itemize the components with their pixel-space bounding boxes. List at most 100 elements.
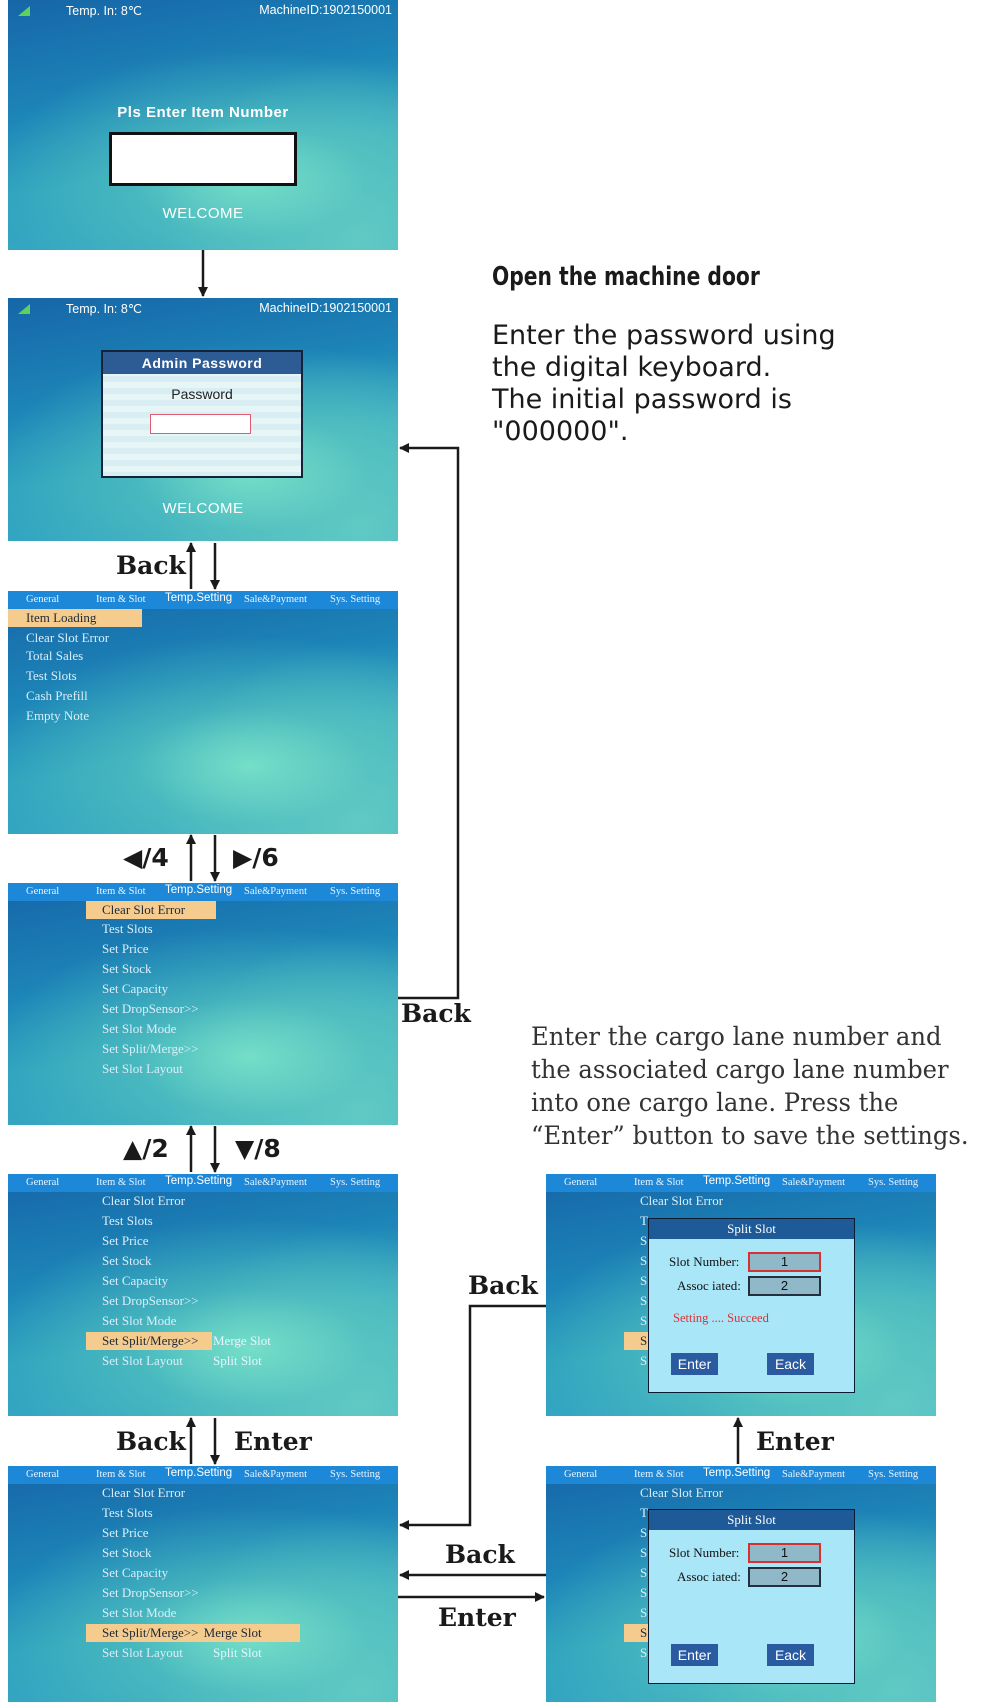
menu-item[interactable]: Set Slot Mode [102, 1605, 177, 1620]
tab-general[interactable]: General [564, 1177, 598, 1188]
success-message: Setting .... Succeed [673, 1311, 769, 1325]
menu-tabs: General Item & Slot Temp.Setting Sale&Pa… [8, 883, 398, 901]
menu-item[interactable]: Test Slots [102, 921, 153, 936]
tab-temp-setting[interactable]: Temp.Setting [165, 1467, 233, 1479]
tab-sys-setting[interactable]: Sys. Setting [330, 594, 381, 605]
menu-item[interactable]: Set Price [102, 1525, 149, 1540]
menu-item-set-split-merge[interactable]: Set Split/Merge>> Merge Slot [86, 1624, 300, 1642]
menu-item[interactable]: Clear Slot Error [640, 1193, 724, 1208]
menu-item-clear-slot-error[interactable]: Clear Slot Error [86, 901, 216, 919]
label-back-succeed: Back [468, 1271, 538, 1300]
tab-sys-setting[interactable]: Sys. Setting [330, 886, 381, 897]
slot-number-label: Slot Number: [669, 1254, 740, 1269]
tab-sale-payment[interactable]: Sale&Payment [782, 1469, 845, 1480]
dialog-title: Admin Password [103, 352, 301, 374]
menu-item-partial: T [640, 1505, 648, 1520]
tab-item-slot[interactable]: Item & Slot [96, 1469, 146, 1480]
menu-item[interactable]: Set Slot Mode [102, 1021, 177, 1036]
tab-item-slot[interactable]: Item & Slot [96, 1177, 146, 1188]
screen-slot-menu-1: General Item & Slot Temp.Setting Sale&Pa… [8, 883, 398, 1125]
tab-item-slot[interactable]: Item & Slot [96, 886, 146, 897]
slot-number-input[interactable]: 1 [748, 1252, 821, 1272]
menu-item[interactable]: Set Split/Merge>> [102, 1041, 199, 1056]
menu-item[interactable]: Set DropSensor>> [102, 1001, 199, 1016]
menu-item[interactable]: Set Capacity [102, 1565, 169, 1580]
tab-sale-payment[interactable]: Sale&Payment [782, 1177, 845, 1188]
tab-general[interactable]: General [26, 594, 60, 605]
menu-item[interactable]: Clear Slot Error [640, 1485, 724, 1500]
tab-sys-setting[interactable]: Sys. Setting [330, 1177, 381, 1188]
back-button[interactable]: Eack [767, 1644, 814, 1666]
submenu-split-slot[interactable]: Split Slot [213, 1645, 262, 1660]
welcome-text: WELCOME [162, 500, 244, 517]
tab-general[interactable]: General [26, 886, 60, 897]
menu-item[interactable]: Set Stock [102, 1545, 152, 1560]
menu-item-set-split-merge[interactable]: Set Split/Merge>> [86, 1332, 212, 1350]
machine-id: MachineID:1902150001 [259, 301, 392, 315]
tab-temp-setting[interactable]: Temp.Setting [165, 1175, 233, 1187]
slot-number-input[interactable]: 1 [748, 1543, 821, 1563]
menu-item[interactable]: Set Slot Layout [102, 1645, 183, 1660]
screen-general-menu: General Item & Slot Temp.Setting Sale&Pa… [8, 591, 398, 834]
menu-item-item-loading[interactable]: Item Loading [8, 609, 142, 627]
screen-split-succeed: General Item & Slot Temp.Setting Sale&Pa… [546, 1174, 936, 1416]
menu-item[interactable]: Set Price [102, 941, 149, 956]
enter-button[interactable]: Enter [671, 1644, 718, 1666]
menu-item[interactable]: Set Slot Layout [102, 1353, 183, 1368]
status-bar: Temp. In: 8℃ MachineID:1902150001 [8, 298, 398, 320]
menu-tabs: General Item & Slot Temp.Setting Sale&Pa… [8, 1466, 398, 1484]
menu-item[interactable]: Set Capacity [102, 1273, 169, 1288]
tab-temp-setting[interactable]: Temp.Setting [165, 884, 233, 896]
menu-item[interactable]: Set Stock [102, 961, 152, 976]
menu-item[interactable]: Set Slot Layout [102, 1061, 183, 1076]
machine-id: MachineID:1902150001 [259, 3, 392, 17]
tab-temp-setting[interactable]: Temp.Setting [703, 1175, 771, 1187]
menu-item-partial: S [640, 1253, 648, 1268]
menu-item-partial: S [640, 1565, 648, 1580]
tab-sale-payment[interactable]: Sale&Payment [244, 886, 307, 897]
menu-item[interactable]: Test Slots [26, 668, 77, 683]
tab-sys-setting[interactable]: Sys. Setting [868, 1469, 919, 1480]
submenu-merge-slot-selected[interactable]: Merge Slot [203, 1625, 262, 1640]
note-cargo-line: into one cargo lane. Press the [531, 1088, 899, 1117]
tab-sys-setting[interactable]: Sys. Setting [868, 1177, 919, 1188]
menu-item[interactable]: Total Sales [26, 648, 84, 663]
tab-temp-setting[interactable]: Temp.Setting [165, 592, 233, 604]
tab-general[interactable]: General [26, 1469, 60, 1480]
menu-item[interactable]: Test Slots [102, 1505, 153, 1520]
tab-sale-payment[interactable]: Sale&Payment [244, 1177, 307, 1188]
tab-item-slot[interactable]: Item & Slot [96, 594, 146, 605]
menu-item[interactable]: Set DropSensor>> [102, 1293, 199, 1308]
submenu-split-slot[interactable]: Split Slot [213, 1353, 262, 1368]
menu-item[interactable]: Set Capacity [102, 981, 169, 996]
tab-sale-payment[interactable]: Sale&Payment [244, 594, 307, 605]
label-left-4: ◀/4 [123, 843, 169, 872]
back-button[interactable]: Eack [767, 1353, 814, 1375]
tab-sys-setting[interactable]: Sys. Setting [330, 1469, 381, 1480]
menu-item[interactable]: Set Stock [102, 1253, 152, 1268]
screen-admin-password: Temp. In: 8℃ MachineID:1902150001 Admin … [8, 298, 398, 541]
enter-button[interactable]: Enter [671, 1353, 718, 1375]
tab-general[interactable]: General [564, 1469, 598, 1480]
item-number-input[interactable] [109, 132, 297, 186]
menu-item[interactable]: Cash Prefill [26, 688, 88, 703]
associated-input[interactable]: 2 [748, 1567, 821, 1587]
menu-item[interactable]: Clear Slot Error [26, 630, 110, 645]
label-right-6: ▶/6 [233, 843, 279, 872]
tab-sale-payment[interactable]: Sale&Payment [244, 1469, 307, 1480]
arrow-back-to-password [398, 443, 460, 1000]
menu-item[interactable]: Clear Slot Error [102, 1193, 186, 1208]
menu-item[interactable]: Set Price [102, 1233, 149, 1248]
tab-item-slot[interactable]: Item & Slot [634, 1469, 684, 1480]
tab-item-slot[interactable]: Item & Slot [634, 1177, 684, 1188]
menu-item[interactable]: Set Slot Mode [102, 1313, 177, 1328]
menu-item[interactable]: Empty Note [26, 708, 90, 723]
menu-item[interactable]: Test Slots [102, 1213, 153, 1228]
tab-general[interactable]: General [26, 1177, 60, 1188]
submenu-merge-slot[interactable]: Merge Slot [213, 1333, 271, 1348]
menu-item[interactable]: Clear Slot Error [102, 1485, 186, 1500]
associated-input[interactable]: 2 [748, 1276, 821, 1296]
tab-temp-setting[interactable]: Temp.Setting [703, 1467, 771, 1479]
password-input[interactable] [150, 414, 251, 434]
menu-item[interactable]: Set DropSensor>> [102, 1585, 199, 1600]
